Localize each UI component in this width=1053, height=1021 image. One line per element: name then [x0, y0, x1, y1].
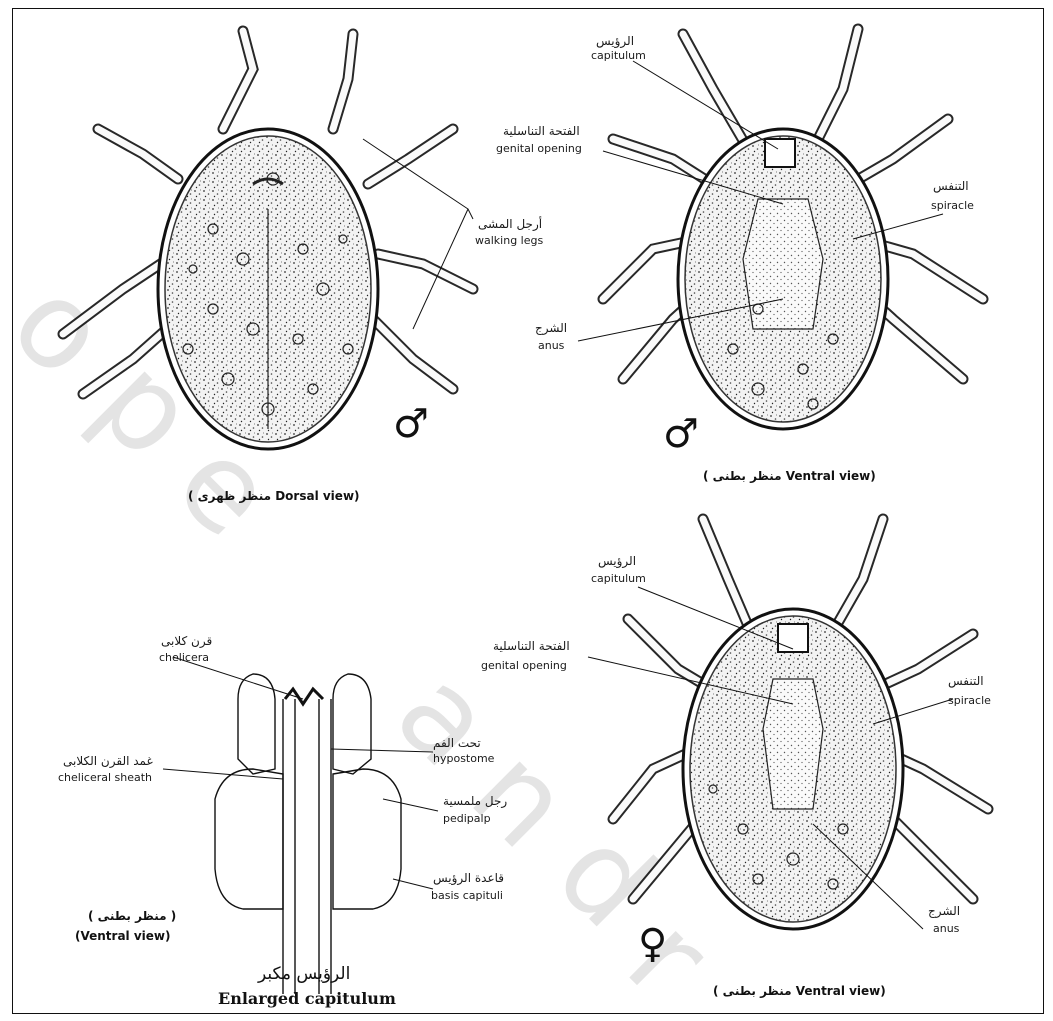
capitulum-view-en: (Ventral view): [75, 929, 170, 943]
figure-frame: o p e a n d r: [12, 8, 1044, 1014]
basis-capituli-label-ar: قاعدة الرؤيس: [433, 871, 504, 885]
male-symbol: ♂: [393, 404, 429, 444]
hypostome-label-ar: تحت الفم: [433, 736, 481, 750]
spiracle-label: spiracle: [931, 199, 974, 213]
female-symbol: ♀: [638, 924, 667, 964]
cheliceral-sheath-label: cheliceral sheath: [58, 771, 152, 785]
pedipalp-label: pedipalp: [443, 812, 491, 826]
anus-label: anus: [933, 922, 959, 936]
walking-legs-label-ar: أرجل المشى: [478, 217, 542, 231]
ventral-male-tick: [603, 29, 983, 429]
chelicera-label: chelicera: [159, 651, 209, 665]
ventral-female-tick: [613, 519, 988, 929]
walking-legs-label: walking legs: [475, 234, 543, 248]
anus-label-ar: الشرج: [928, 904, 960, 918]
capitulum-label-ar: الرؤيس: [596, 34, 634, 48]
capitulum-label-ar: الرؤيس: [598, 554, 636, 568]
tick-illustrations: [13, 9, 1044, 1014]
spiracle-label-ar: التنفس: [933, 179, 969, 193]
ventral-view-caption: ( منظر بطنى Ventral view): [713, 984, 886, 998]
dorsal-male-tick: [63, 31, 473, 449]
genital-opening-label-ar: الفتحة التناسلية: [503, 124, 580, 138]
capitulum-label: capitulum: [591, 49, 646, 63]
enlarged-capitulum-title-ar: الرؤيس مكبر: [258, 964, 350, 984]
capitulum-view-ar: ( منظر بطنى ): [88, 909, 176, 923]
basis-capituli-label: basis capituli: [431, 889, 503, 903]
spiracle-label: spiracle: [948, 694, 991, 708]
capitulum-label: capitulum: [591, 572, 646, 586]
chelicera-label-ar: قرن كلابى: [161, 634, 212, 648]
pedipalp-label-ar: رجل ملمسية: [443, 794, 507, 808]
enlarged-capitulum-title: Enlarged capitulum: [218, 989, 396, 1008]
male-symbol: ♂: [663, 414, 699, 454]
anus-label-ar: الشرج: [535, 321, 567, 335]
ventral-view-caption: ( منظر بطنى Ventral view): [703, 469, 876, 483]
hypostome-label: hypostome: [433, 752, 494, 766]
genital-opening-label-ar: الفتحة التناسلية: [493, 639, 570, 653]
genital-opening-label: genital opening: [496, 142, 582, 156]
spiracle-label-ar: التنفس: [948, 674, 984, 688]
enlarged-capitulum-drawing: [215, 674, 401, 994]
anus-label: anus: [538, 339, 564, 353]
genital-opening-label: genital opening: [481, 659, 567, 673]
cheliceral-sheath-label-ar: غمد القرن الكلابى: [63, 754, 153, 768]
dorsal-view-caption: ( منظر ظهرى Dorsal view): [188, 489, 360, 503]
